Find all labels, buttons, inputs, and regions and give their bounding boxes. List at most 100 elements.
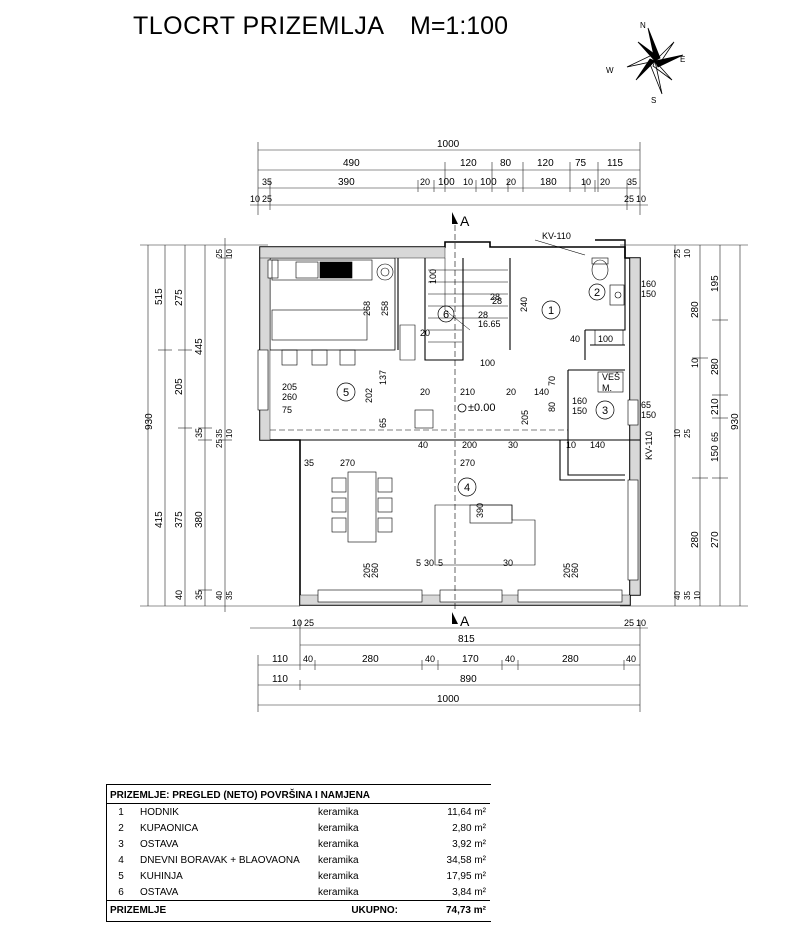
svg-text:5: 5 (438, 558, 443, 568)
svg-text:10: 10 (225, 429, 234, 438)
svg-text:260: 260 (370, 563, 380, 578)
svg-text:65: 65 (378, 418, 388, 428)
svg-text:205: 205 (520, 410, 530, 425)
svg-text:120: 120 (537, 158, 554, 169)
svg-text:445: 445 (194, 338, 205, 355)
dim-left-col4: 445 380 35 40 35 (174, 338, 205, 600)
svg-text:137: 137 (378, 370, 388, 385)
svg-text:20: 20 (420, 328, 430, 338)
stair-label-2: 16.65 (478, 319, 501, 329)
svg-text:80: 80 (500, 158, 512, 169)
svg-text:202: 202 (364, 388, 374, 403)
svg-text:270: 270 (460, 458, 475, 468)
svg-text:40: 40 (215, 591, 224, 600)
floor-level: ±0.00 (468, 402, 495, 414)
area-table-header: PRIZEMLJE: PREGLED (NETO) POVRŠINA I NAM… (106, 785, 490, 804)
svg-text:275: 275 (174, 289, 185, 306)
area-table-total: PRIZEMLJE UKUPNO: 74,73 m² (106, 900, 490, 920)
svg-text:280: 280 (690, 531, 701, 548)
dim-right-col1: 195 280 210 65 150 270 (710, 275, 721, 548)
svg-text:415: 415 (154, 511, 165, 528)
svg-text:195: 195 (710, 275, 721, 292)
dim-bottom-row4: 110 890 (272, 674, 477, 685)
svg-text:10: 10 (566, 440, 576, 450)
svg-text:25: 25 (262, 194, 272, 204)
svg-text:10: 10 (292, 618, 302, 628)
svg-text:100: 100 (480, 177, 497, 188)
svg-text:270: 270 (340, 458, 355, 468)
svg-text:35: 35 (304, 458, 314, 468)
svg-text:150: 150 (710, 445, 721, 462)
svg-text:210: 210 (460, 387, 475, 397)
svg-text:40: 40 (505, 654, 515, 664)
compass-n: N (640, 21, 646, 30)
svg-text:205: 205 (174, 378, 185, 395)
svg-text:35: 35 (262, 177, 272, 187)
dim-left-small: 25 10 35 10 25 40 35 (215, 249, 234, 600)
svg-text:25: 25 (215, 439, 224, 448)
table-row: 4 DNEVNI BORAVAK + BLAOVAONA keramika 34… (118, 854, 486, 866)
stair-label-1: 28 (478, 310, 488, 320)
svg-text:20: 20 (420, 177, 430, 187)
svg-text:25: 25 (673, 249, 682, 258)
svg-text:390: 390 (475, 503, 485, 518)
svg-text:268: 268 (362, 301, 372, 316)
ventilation-leader (534, 239, 586, 256)
dim-top-row4: 10 25 25 10 (250, 194, 646, 204)
svg-text:205: 205 (562, 563, 572, 578)
svg-text:200: 200 (462, 440, 477, 450)
svg-text:280: 280 (710, 358, 721, 375)
svg-text:115: 115 (607, 158, 623, 169)
section-line (270, 225, 568, 612)
svg-text:5: 5 (416, 558, 421, 568)
interior-dimensions: 268 258 100 20 240 28 100 205 260 75 137… (282, 269, 656, 578)
svg-text:160: 160 (641, 279, 656, 289)
svg-text:6: 6 (443, 309, 449, 321)
section-arrow-top (452, 212, 458, 224)
svg-text:75: 75 (575, 158, 587, 169)
svg-text:205: 205 (282, 382, 297, 392)
dim-left-total: 930 (144, 413, 155, 430)
laundry-label-2: M. (602, 383, 612, 393)
svg-text:20: 20 (600, 177, 610, 187)
svg-text:100: 100 (438, 177, 455, 188)
svg-text:80: 80 (547, 402, 557, 412)
dim-bottom-row1: 10 25 25 10 (292, 618, 646, 628)
svg-text:30: 30 (508, 440, 518, 450)
dim-bottom-row3: 110 40 280 40 170 40 280 40 (272, 654, 636, 665)
svg-text:150: 150 (572, 406, 587, 416)
svg-text:258: 258 (380, 301, 390, 316)
svg-text:25: 25 (215, 249, 224, 258)
svg-text:375: 375 (174, 511, 185, 528)
dimension-lines-bottom (250, 620, 648, 712)
svg-text:10: 10 (581, 177, 591, 187)
laundry-label: VEŠ (602, 372, 620, 382)
dim-left-col2: 515 415 (154, 288, 165, 528)
floor-plan: N E S W 1000 490 120 80 120 75 115 35 39… (140, 21, 748, 712)
svg-text:100: 100 (598, 334, 613, 344)
dim-bottom-total: 1000 (437, 694, 460, 705)
compass-s: S (651, 96, 656, 105)
svg-text:30: 30 (503, 558, 513, 568)
svg-text:100: 100 (428, 269, 438, 284)
svg-text:35: 35 (215, 429, 224, 438)
svg-text:890: 890 (460, 674, 477, 685)
svg-text:25: 25 (304, 618, 314, 628)
svg-text:25: 25 (683, 429, 692, 438)
svg-text:10: 10 (636, 194, 646, 204)
svg-text:10: 10 (683, 249, 692, 258)
svg-text:40: 40 (570, 334, 580, 344)
svg-text:3: 3 (602, 405, 608, 417)
scale-label: M=1:100 (410, 12, 508, 40)
table-row: 2 KUPAONICA keramika 2,80 m² (118, 822, 486, 834)
dim-top-row3: 35 390 20 100 10 100 20 180 10 20 35 (262, 177, 637, 188)
svg-text:140: 140 (534, 387, 549, 397)
table-row: 1 HODNIK keramika 11,64 m² (118, 806, 486, 818)
table-row: 5 KUHINJA keramika 17,95 m² (118, 870, 486, 882)
dimension-lines-left (140, 238, 300, 612)
svg-text:40: 40 (174, 590, 184, 600)
area-table-frame (106, 784, 491, 922)
dim-right-small: 25 10 10 25 40 35 10 (673, 249, 702, 600)
svg-text:1: 1 (548, 305, 554, 317)
svg-text:10: 10 (693, 591, 702, 600)
